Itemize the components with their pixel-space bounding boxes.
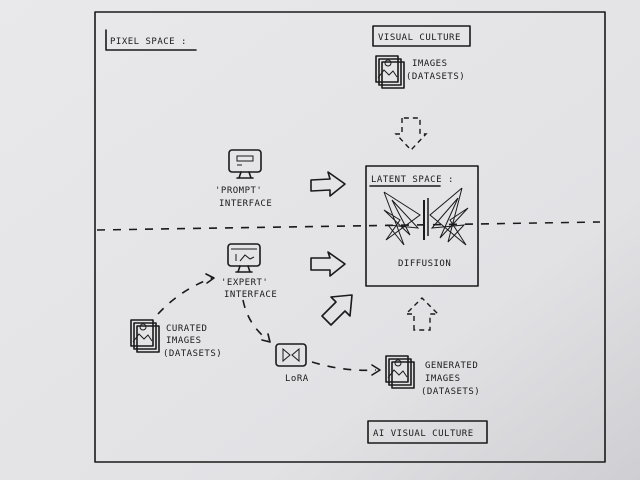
dashed-down-arrow-icon: [394, 117, 428, 152]
expert-monitor-icon: [227, 243, 261, 273]
arrow-right-icon: [310, 251, 346, 277]
svg-text:PIXEL SPACE :: PIXEL SPACE :: [110, 37, 187, 47]
curated-images-label: IMAGES: [166, 336, 202, 346]
dashed-arrow-icon: [311, 361, 377, 372]
latent-space-box: LATENT SPACE :: [365, 165, 479, 287]
generated-datasets-label: (DATASETS): [421, 387, 480, 397]
datasets-label: (DATASETS): [406, 72, 465, 82]
visual-culture-box: VISUAL CULTURE: [372, 25, 471, 47]
arrowhead-icon: [371, 364, 381, 376]
diffusion-network-icon: [383, 187, 469, 246]
lora-label: LoRA: [285, 374, 309, 384]
arrow-right-icon: [310, 171, 346, 197]
prompt-label: 'PROMPT': [215, 186, 262, 196]
svg-text:AI VISUAL CULTURE: AI VISUAL CULTURE: [373, 429, 474, 439]
arrowhead-icon: [261, 333, 271, 343]
generated-label: GENERATED: [425, 361, 478, 371]
generated-images-label: IMAGES: [425, 374, 461, 384]
curated-datasets-label: (DATASETS): [163, 349, 222, 359]
ai-visual-culture-box: AI VISUAL CULTURE: [367, 420, 488, 444]
images-label: IMAGES: [412, 59, 448, 69]
arrowhead-icon: [205, 273, 215, 284]
curated-label: CURATED: [166, 324, 207, 334]
dashed-arrow-icon: [242, 299, 269, 341]
expert-label: 'EXPERT': [221, 278, 268, 288]
svg-text:VISUAL CULTURE: VISUAL CULTURE: [378, 33, 461, 43]
prompt-monitor-icon: [228, 149, 262, 179]
arrow-diagonal-icon: [321, 294, 353, 326]
diffusion-label: DIFFUSION: [398, 259, 451, 269]
lora-icon: [275, 343, 307, 367]
pixel-latent-divider: [96, 221, 601, 231]
pixel-space-label: PIXEL SPACE :: [105, 29, 197, 51]
prompt-interface-label: INTERFACE: [219, 199, 272, 209]
svg-text:LATENT SPACE :: LATENT SPACE :: [371, 175, 454, 185]
dashed-arrow-icon: [157, 277, 213, 315]
dashed-up-arrow-icon: [404, 297, 440, 331]
expert-interface-label: INTERFACE: [224, 290, 277, 300]
outer-frame: [94, 11, 606, 463]
